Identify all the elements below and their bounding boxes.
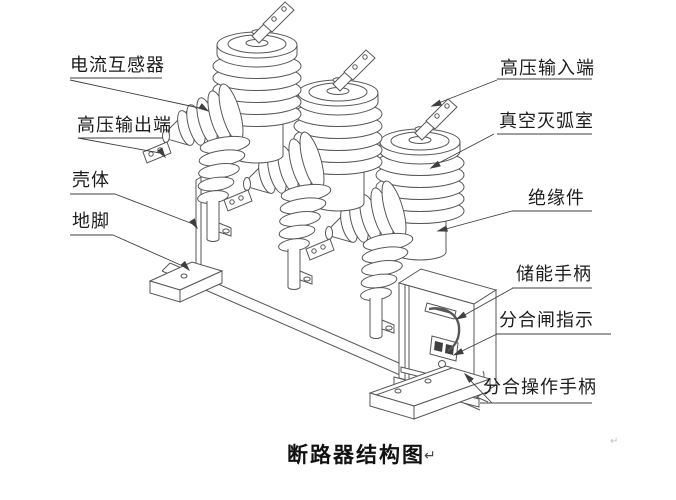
label-open-close-indicator: 分合闸指示 — [499, 310, 594, 330]
frame-rail-end — [161, 262, 171, 272]
leader-open-close-indicator — [452, 333, 611, 356]
open-close-indicator-plate — [429, 335, 459, 362]
leader-hv-output-terminal — [77, 137, 166, 159]
base-frame — [148, 176, 489, 411]
stray-return-mark: ↵ — [610, 436, 618, 447]
figure-caption: 断路器结构图 — [287, 443, 425, 467]
leader-hv-input-terminal — [430, 78, 592, 107]
caption-return-mark: ↵ — [424, 447, 436, 463]
leader-shell-housing — [70, 193, 198, 230]
frame-post-top — [195, 176, 202, 181]
label-energy-storage-handle: 储能手柄 — [516, 264, 592, 284]
label-current-transformer: 电流互感器 — [70, 55, 165, 75]
label-insulator-part: 绝缘件 — [528, 188, 585, 208]
label-anchor-foot: 地脚 — [72, 211, 110, 231]
label-hv-output-terminal: 高压输出端 — [77, 115, 172, 135]
leader-energy-storage-handle — [455, 287, 592, 320]
leader-current-transformer — [69, 77, 210, 112]
label-hv-input-terminal: 高压输入端 — [500, 58, 595, 78]
leader-insulator-part — [436, 210, 592, 232]
callout-labels: 电流互感器 高压输出端 壳体 地脚 高压输入端 真空灭弧室 绝缘件 储能手柄 分… — [70, 55, 597, 397]
label-shell-housing: 壳体 — [72, 170, 110, 190]
label-vacuum-interrupter: 真空灭弧室 — [499, 111, 594, 131]
leader-open-close-operating-handle — [463, 372, 592, 404]
left-anchor-foot — [148, 261, 224, 303]
energy-storage-handle — [428, 307, 461, 352]
label-open-close-operating-handle: 分合操作手柄 — [483, 377, 597, 397]
right-anchor-foot — [368, 365, 492, 420]
callout-leaders — [69, 77, 611, 404]
leader-anchor-foot — [70, 234, 191, 272]
leader-vacuum-interrupter — [429, 133, 592, 169]
